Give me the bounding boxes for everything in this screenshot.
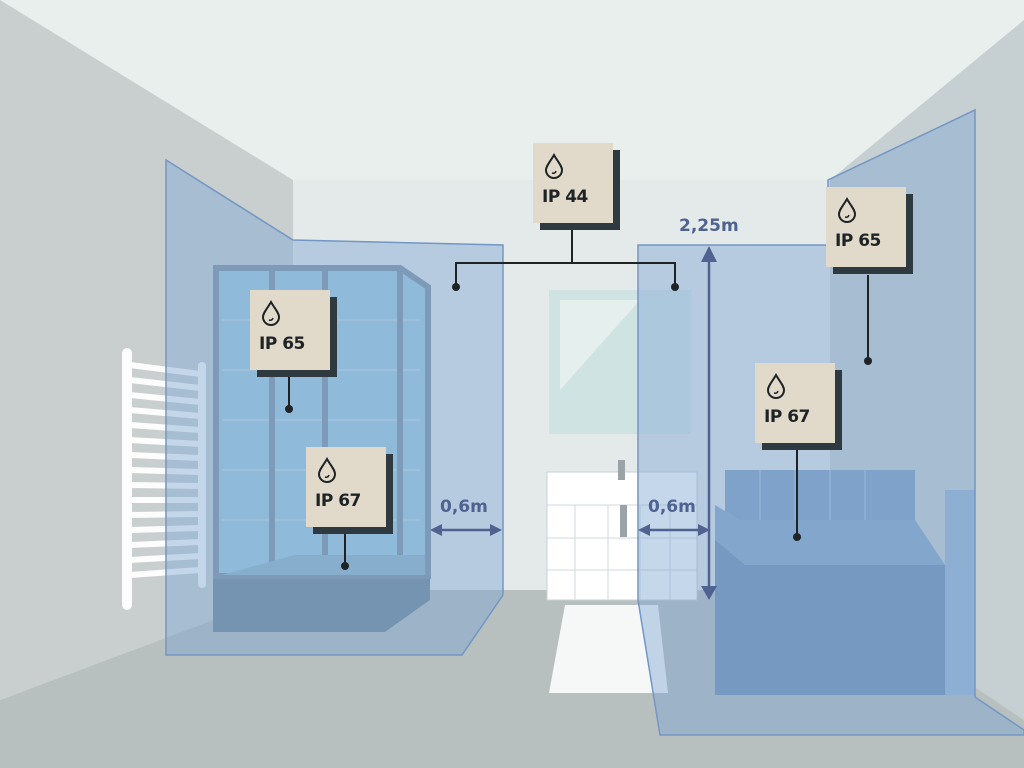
ip-rating-text: IP 67	[764, 407, 810, 427]
left-clearance-dimension: 0,6m	[440, 497, 488, 517]
ip-label-ip44: IP 44	[533, 143, 613, 223]
faucet	[618, 460, 625, 480]
ip-rating-text: IP 44	[542, 187, 588, 207]
leader-lines	[288, 230, 869, 566]
water-drop-icon	[766, 373, 786, 399]
towel-radiator	[122, 348, 206, 610]
ip-label-ip67-shower: IP 67	[306, 447, 386, 527]
dimension-arrows	[430, 246, 717, 600]
drain-pipe	[620, 505, 627, 537]
zone-left-shower	[165, 158, 504, 656]
ip-rating-text: IP 65	[259, 334, 305, 354]
height-dimension: 2,25m	[679, 216, 739, 236]
water-drop-icon	[317, 457, 337, 483]
water-drop-icon	[544, 153, 564, 179]
ip-label-ip67-bath: IP 67	[755, 363, 835, 443]
ip-label-ip65-shower: IP 65	[250, 290, 330, 370]
bathtub	[715, 470, 975, 695]
ip-label-ip65-right: IP 65	[826, 187, 906, 267]
water-drop-icon	[261, 300, 281, 326]
leader-dots	[285, 283, 872, 570]
floor-mat	[549, 605, 668, 693]
ip-rating-text: IP 67	[315, 491, 361, 511]
right-clearance-dimension: 0,6m	[648, 497, 696, 517]
water-drop-icon	[837, 197, 857, 223]
ip-rating-text: IP 65	[835, 231, 881, 251]
mirror-reflection	[560, 300, 640, 390]
